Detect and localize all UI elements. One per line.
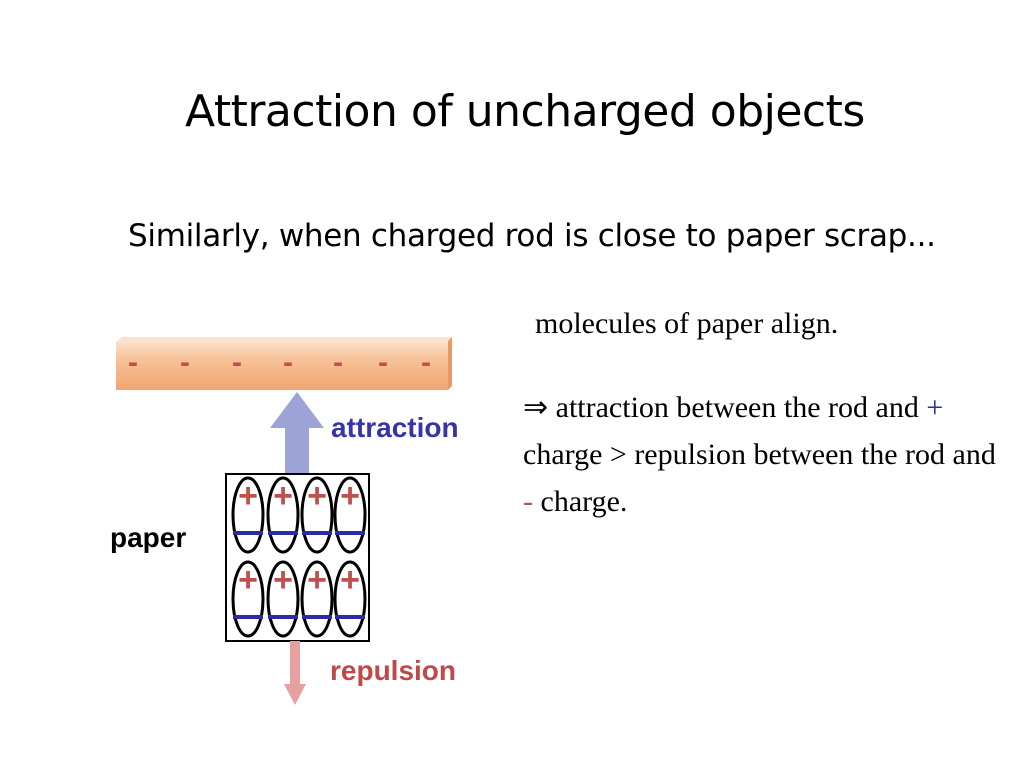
charged-rod: -------: [116, 337, 452, 390]
molecule-plus-charge: +: [238, 477, 258, 515]
paper-scrap: + + + + + + + +: [225, 473, 370, 642]
plus-sign: +: [926, 391, 944, 424]
body-text: Similarly, when charged rod is close to …: [128, 218, 936, 254]
molecule-plus-charge: +: [340, 477, 360, 515]
molecule-outline: [333, 476, 367, 554]
rod-minus-charge: -: [128, 346, 138, 379]
rod-minus-charge: -: [180, 346, 190, 379]
explanation-text: ⇒ attraction between the rod and + charg…: [523, 384, 1013, 525]
molecule-minus-charge: [233, 615, 263, 619]
paper-label: paper: [110, 522, 187, 553]
note-molecules-align: molecules of paper align.: [535, 307, 839, 340]
molecule-minus-charge: [268, 531, 298, 535]
paper-molecule: +: [333, 560, 367, 638]
molecule-minus-charge: [335, 531, 365, 535]
rod-minus-charge: -: [283, 346, 293, 379]
molecules-grid: + + + + + + + +: [231, 476, 367, 638]
molecule-outline: [266, 476, 300, 554]
molecule-plus-charge: +: [273, 561, 293, 599]
minus-sign: -: [523, 485, 533, 518]
rod-minus-charge: -: [378, 346, 388, 379]
rod-minus-charge: -: [333, 346, 343, 379]
paper-molecule: +: [266, 560, 300, 638]
rod-side-face: [448, 337, 452, 390]
slide-title: Attraction of uncharged objects: [185, 86, 865, 137]
rod-minus-charge: -: [232, 346, 242, 379]
repulsion-arrow-shape: [284, 641, 306, 705]
molecule-outline: [266, 560, 300, 638]
rod-body: [116, 341, 448, 390]
repulsion-arrow: [284, 641, 306, 705]
molecule-plus-charge: +: [307, 561, 327, 599]
attraction-arrow: [270, 392, 324, 498]
explanation-part-1: attraction between the rod and: [548, 391, 927, 424]
attraction-label: attraction: [331, 412, 459, 443]
implies-symbol: ⇒: [523, 391, 549, 424]
paper-molecule: +: [231, 476, 265, 554]
explanation-part-3: charge.: [533, 485, 628, 518]
paper-molecule: +: [333, 476, 367, 554]
molecule-minus-charge: [233, 531, 263, 535]
molecule-outline: [231, 560, 265, 638]
molecule-minus-charge: [335, 615, 365, 619]
molecule-minus-charge: [302, 615, 332, 619]
rod-top-face: [118, 337, 452, 341]
paper-molecule: +: [300, 560, 334, 638]
molecule-plus-charge: +: [340, 561, 360, 599]
molecule-outline: [333, 560, 367, 638]
molecule-outline: [231, 476, 265, 554]
molecule-plus-charge: +: [238, 561, 258, 599]
paper-molecule: +: [266, 476, 300, 554]
molecule-plus-charge: +: [273, 477, 293, 515]
molecule-minus-charge: [302, 531, 332, 535]
molecule-outline: [300, 560, 334, 638]
attraction-arrow-shape: [270, 392, 324, 498]
repulsion-label: repulsion: [330, 655, 457, 686]
rod-charges: -------: [128, 346, 431, 379]
explanation-part-2: charge > repulsion between the rod and: [523, 438, 996, 471]
paper-molecule: +: [300, 476, 334, 554]
molecule-outline: [300, 476, 334, 554]
molecule-plus-charge: +: [307, 477, 327, 515]
molecule-minus-charge: [268, 615, 298, 619]
paper-molecule: +: [231, 560, 265, 638]
rod-minus-charge: -: [421, 346, 431, 379]
